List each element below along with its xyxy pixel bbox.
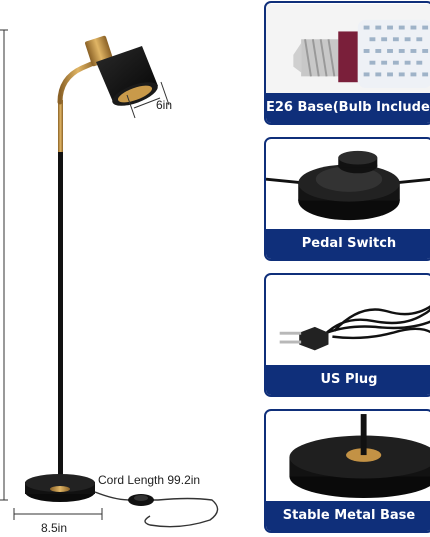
feature-card-metal-base: Stable Metal Base (264, 409, 430, 533)
floor-lamp-illustration (0, 29, 219, 528)
lamp-base (25, 474, 95, 502)
feature-card-pedal-switch: Pedal Switch (264, 137, 430, 261)
feature-label-bulb: E26 Base(Bulb Included) (266, 93, 430, 123)
lamp-pole (57, 59, 99, 485)
feature-label-metal-base: Stable Metal Base (266, 501, 430, 531)
height-dimension-line (0, 29, 8, 501)
base-dimension-line (13, 508, 103, 520)
shade-dimension-line (126, 81, 170, 119)
power-cord (94, 491, 219, 528)
feature-card-us-plug: US Plug (264, 273, 430, 397)
metal-base-icon (266, 412, 430, 504)
lamp-shade (85, 35, 158, 106)
us-plug-icon (266, 276, 430, 368)
feature-label-us-plug: US Plug (266, 365, 430, 395)
base-width-label: 8.5in (41, 521, 68, 535)
shade-width-label: 6in (156, 98, 173, 112)
feature-card-bulb: E26 Base(Bulb Included) (264, 1, 430, 125)
cord-length-label: Cord Length 99.2in (98, 473, 201, 487)
feature-label-pedal-switch: Pedal Switch (266, 229, 430, 259)
foot-pedal-switch-icon (266, 140, 430, 232)
led-bulb-icon (266, 4, 430, 96)
